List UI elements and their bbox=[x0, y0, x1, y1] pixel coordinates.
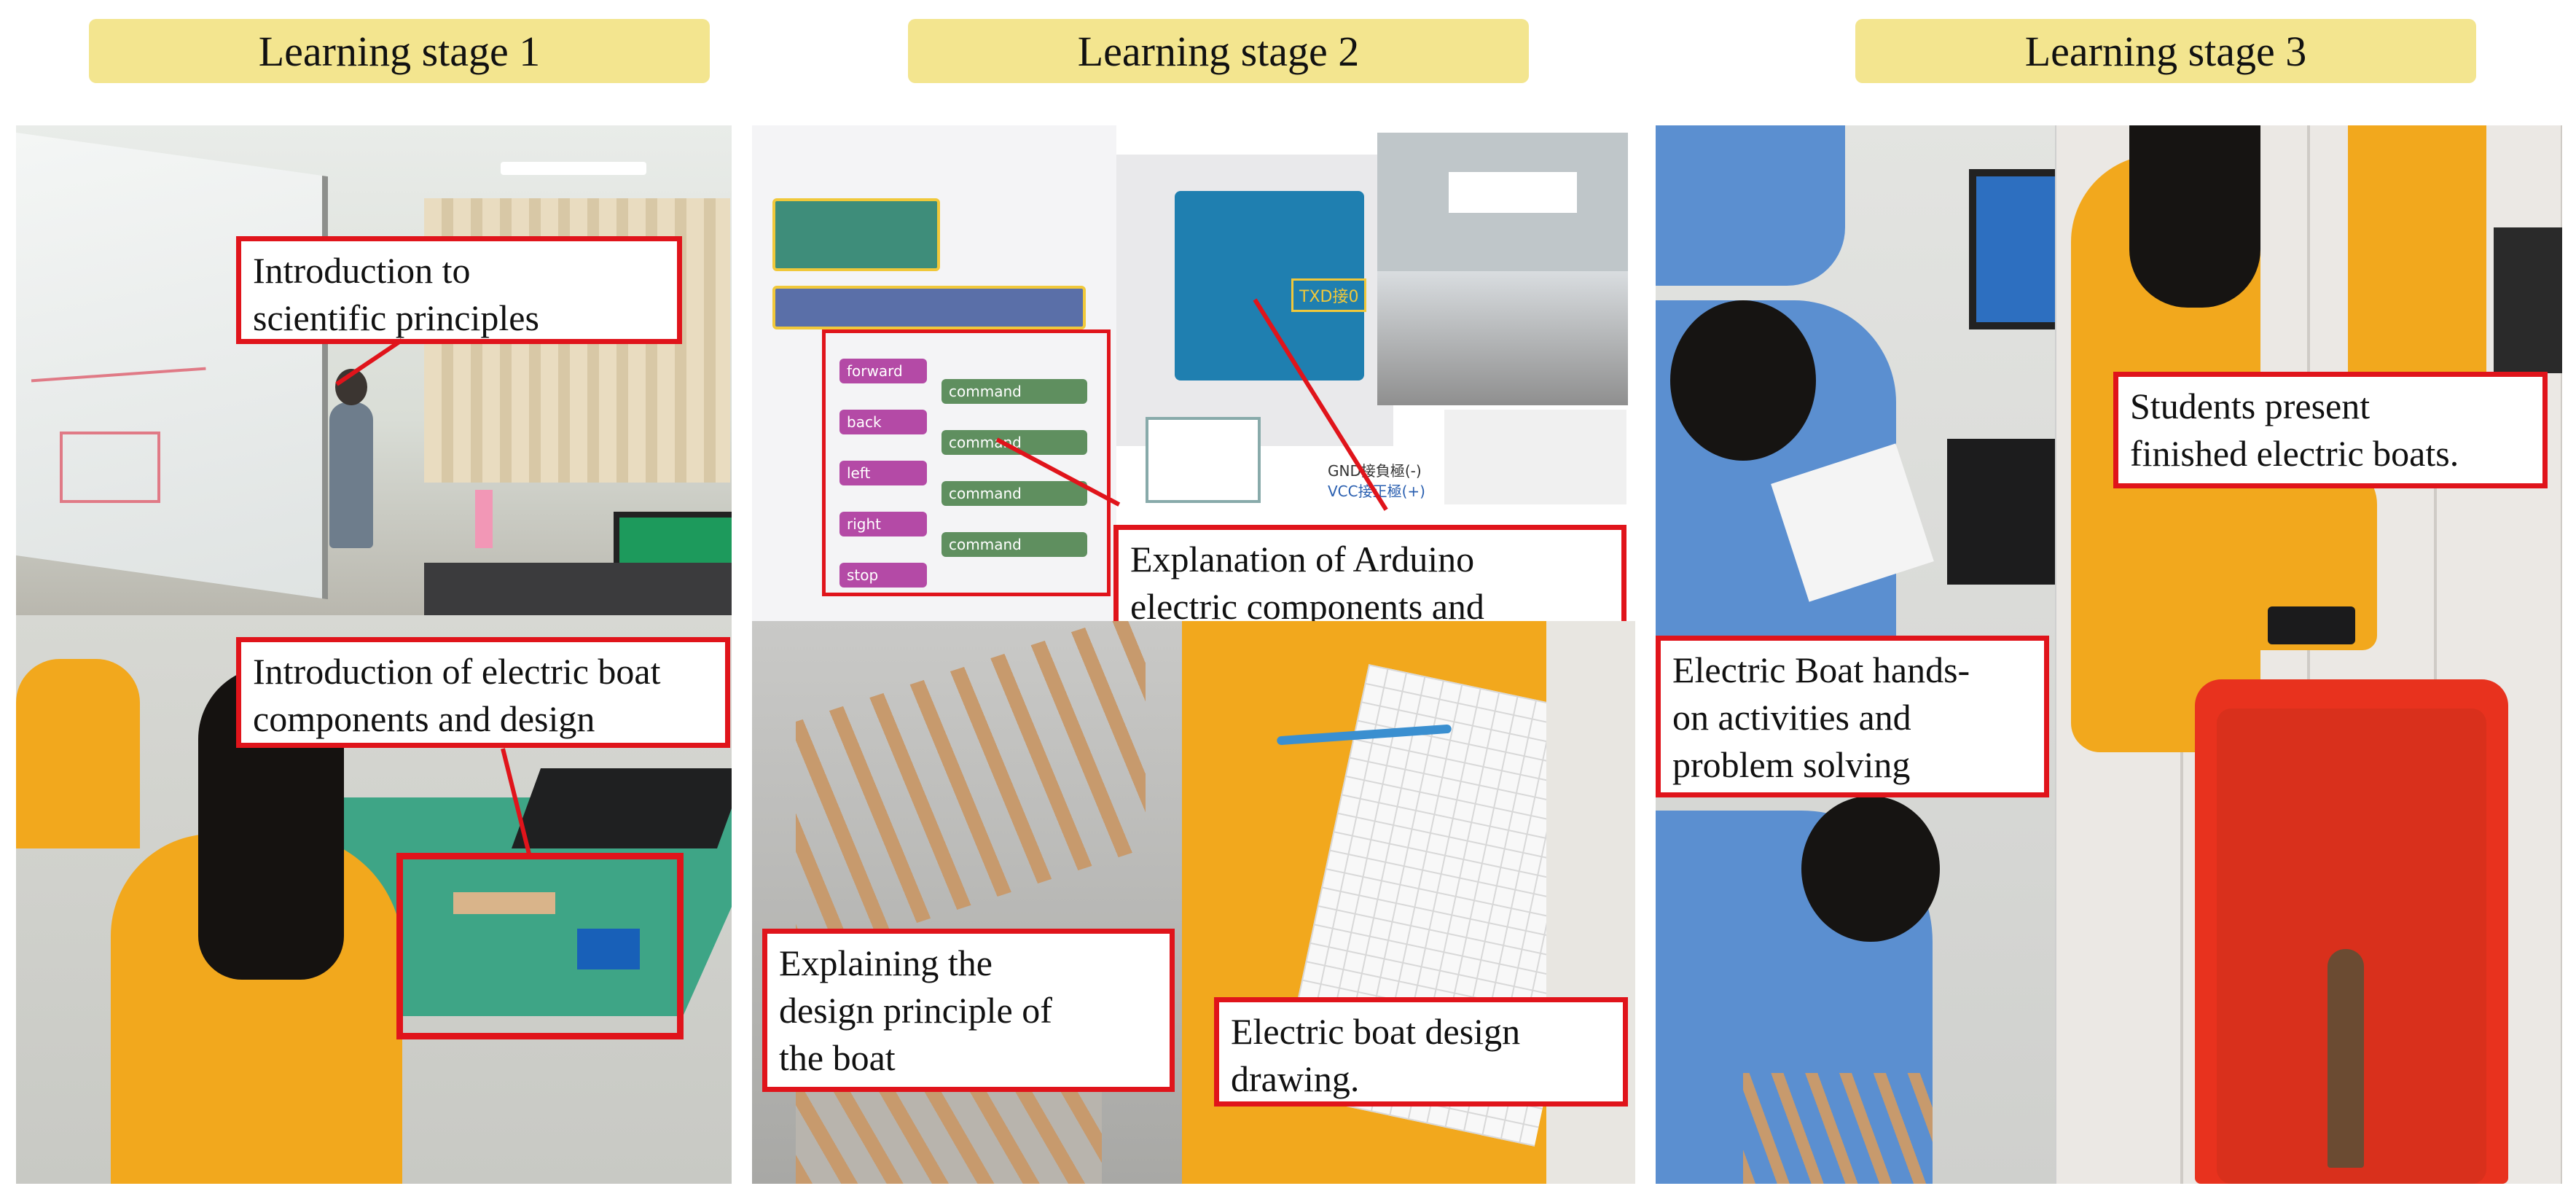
wood-parts bbox=[453, 892, 555, 914]
side-student bbox=[16, 659, 140, 848]
video-teacher-blur bbox=[1449, 172, 1577, 213]
board-label-gnd: GND接負極(-) bbox=[1328, 462, 1422, 480]
stage2-panel: forward back left right stop command com… bbox=[752, 125, 1635, 1184]
cmd-block: stop bbox=[839, 563, 927, 588]
student-hair-3 bbox=[1801, 796, 1940, 942]
keyboard-2 bbox=[1947, 439, 2055, 585]
monitor bbox=[1969, 169, 2055, 329]
var-block: command bbox=[941, 532, 1087, 557]
student-blue-1 bbox=[1656, 125, 1845, 286]
highlight-command-blocks bbox=[822, 329, 1111, 596]
desks bbox=[424, 563, 732, 615]
arduino-board bbox=[577, 929, 640, 969]
keyboard bbox=[511, 768, 732, 848]
presentation-photo bbox=[2056, 125, 2562, 1184]
stage1-panel: Introduction to scientific principles In… bbox=[16, 125, 732, 1184]
var-block: command bbox=[941, 379, 1087, 404]
cmd-block: back bbox=[839, 410, 927, 434]
motor-icons bbox=[1444, 410, 1626, 504]
stage3-panel: Electric Boat hands- on activities and p… bbox=[1656, 125, 2562, 1184]
cmd-block: forward bbox=[839, 359, 927, 383]
callout-present: Students present finished electric boats… bbox=[2113, 372, 2548, 488]
programming-blocks: forward back left right stop command com… bbox=[752, 125, 1635, 621]
callout-handson: Electric Boat hands- on activities and p… bbox=[1656, 636, 2049, 797]
stage-header-3: Learning stage 3 bbox=[1855, 19, 2476, 83]
bluetooth-module bbox=[1146, 417, 1261, 503]
board-label-txd: TXD接0 bbox=[1291, 278, 1367, 312]
pink-bottle bbox=[475, 490, 493, 548]
video-classroom bbox=[1377, 271, 1628, 405]
wooden-ribs bbox=[796, 621, 1146, 962]
callout-scientific-principles: Introduction to scientific principles bbox=[236, 236, 682, 344]
callout-boat-components: Introduction of electric boat components… bbox=[236, 637, 730, 748]
stage-header-2: Learning stage 2 bbox=[908, 19, 1529, 83]
device-box bbox=[2494, 227, 2562, 373]
cmd-block: right bbox=[839, 512, 927, 536]
teacher bbox=[329, 402, 373, 548]
student-hair-2 bbox=[1670, 300, 1816, 461]
student-hair-left bbox=[2129, 125, 2260, 308]
wooden-frame-base bbox=[796, 1088, 1102, 1184]
ceiling-light bbox=[501, 162, 646, 175]
var-block: command bbox=[941, 481, 1087, 506]
callout-design-principle: Explaining the design principle of the b… bbox=[762, 929, 1175, 1092]
setup-block bbox=[772, 198, 940, 271]
callout-design-drawing: Electric boat design drawing. bbox=[1214, 997, 1628, 1107]
boat-frame-photo bbox=[752, 621, 1182, 1184]
loop-block bbox=[772, 286, 1086, 329]
stage-header-1: Learning stage 1 bbox=[89, 19, 710, 83]
highlight-components bbox=[396, 853, 684, 1039]
whiteboard-writing bbox=[60, 432, 160, 503]
classroom-photo bbox=[16, 125, 732, 615]
wood-frame-3 bbox=[1743, 1073, 1933, 1184]
electric-boat bbox=[2328, 949, 2364, 1168]
cmd-block: left bbox=[839, 461, 927, 485]
tablet bbox=[2268, 606, 2355, 644]
